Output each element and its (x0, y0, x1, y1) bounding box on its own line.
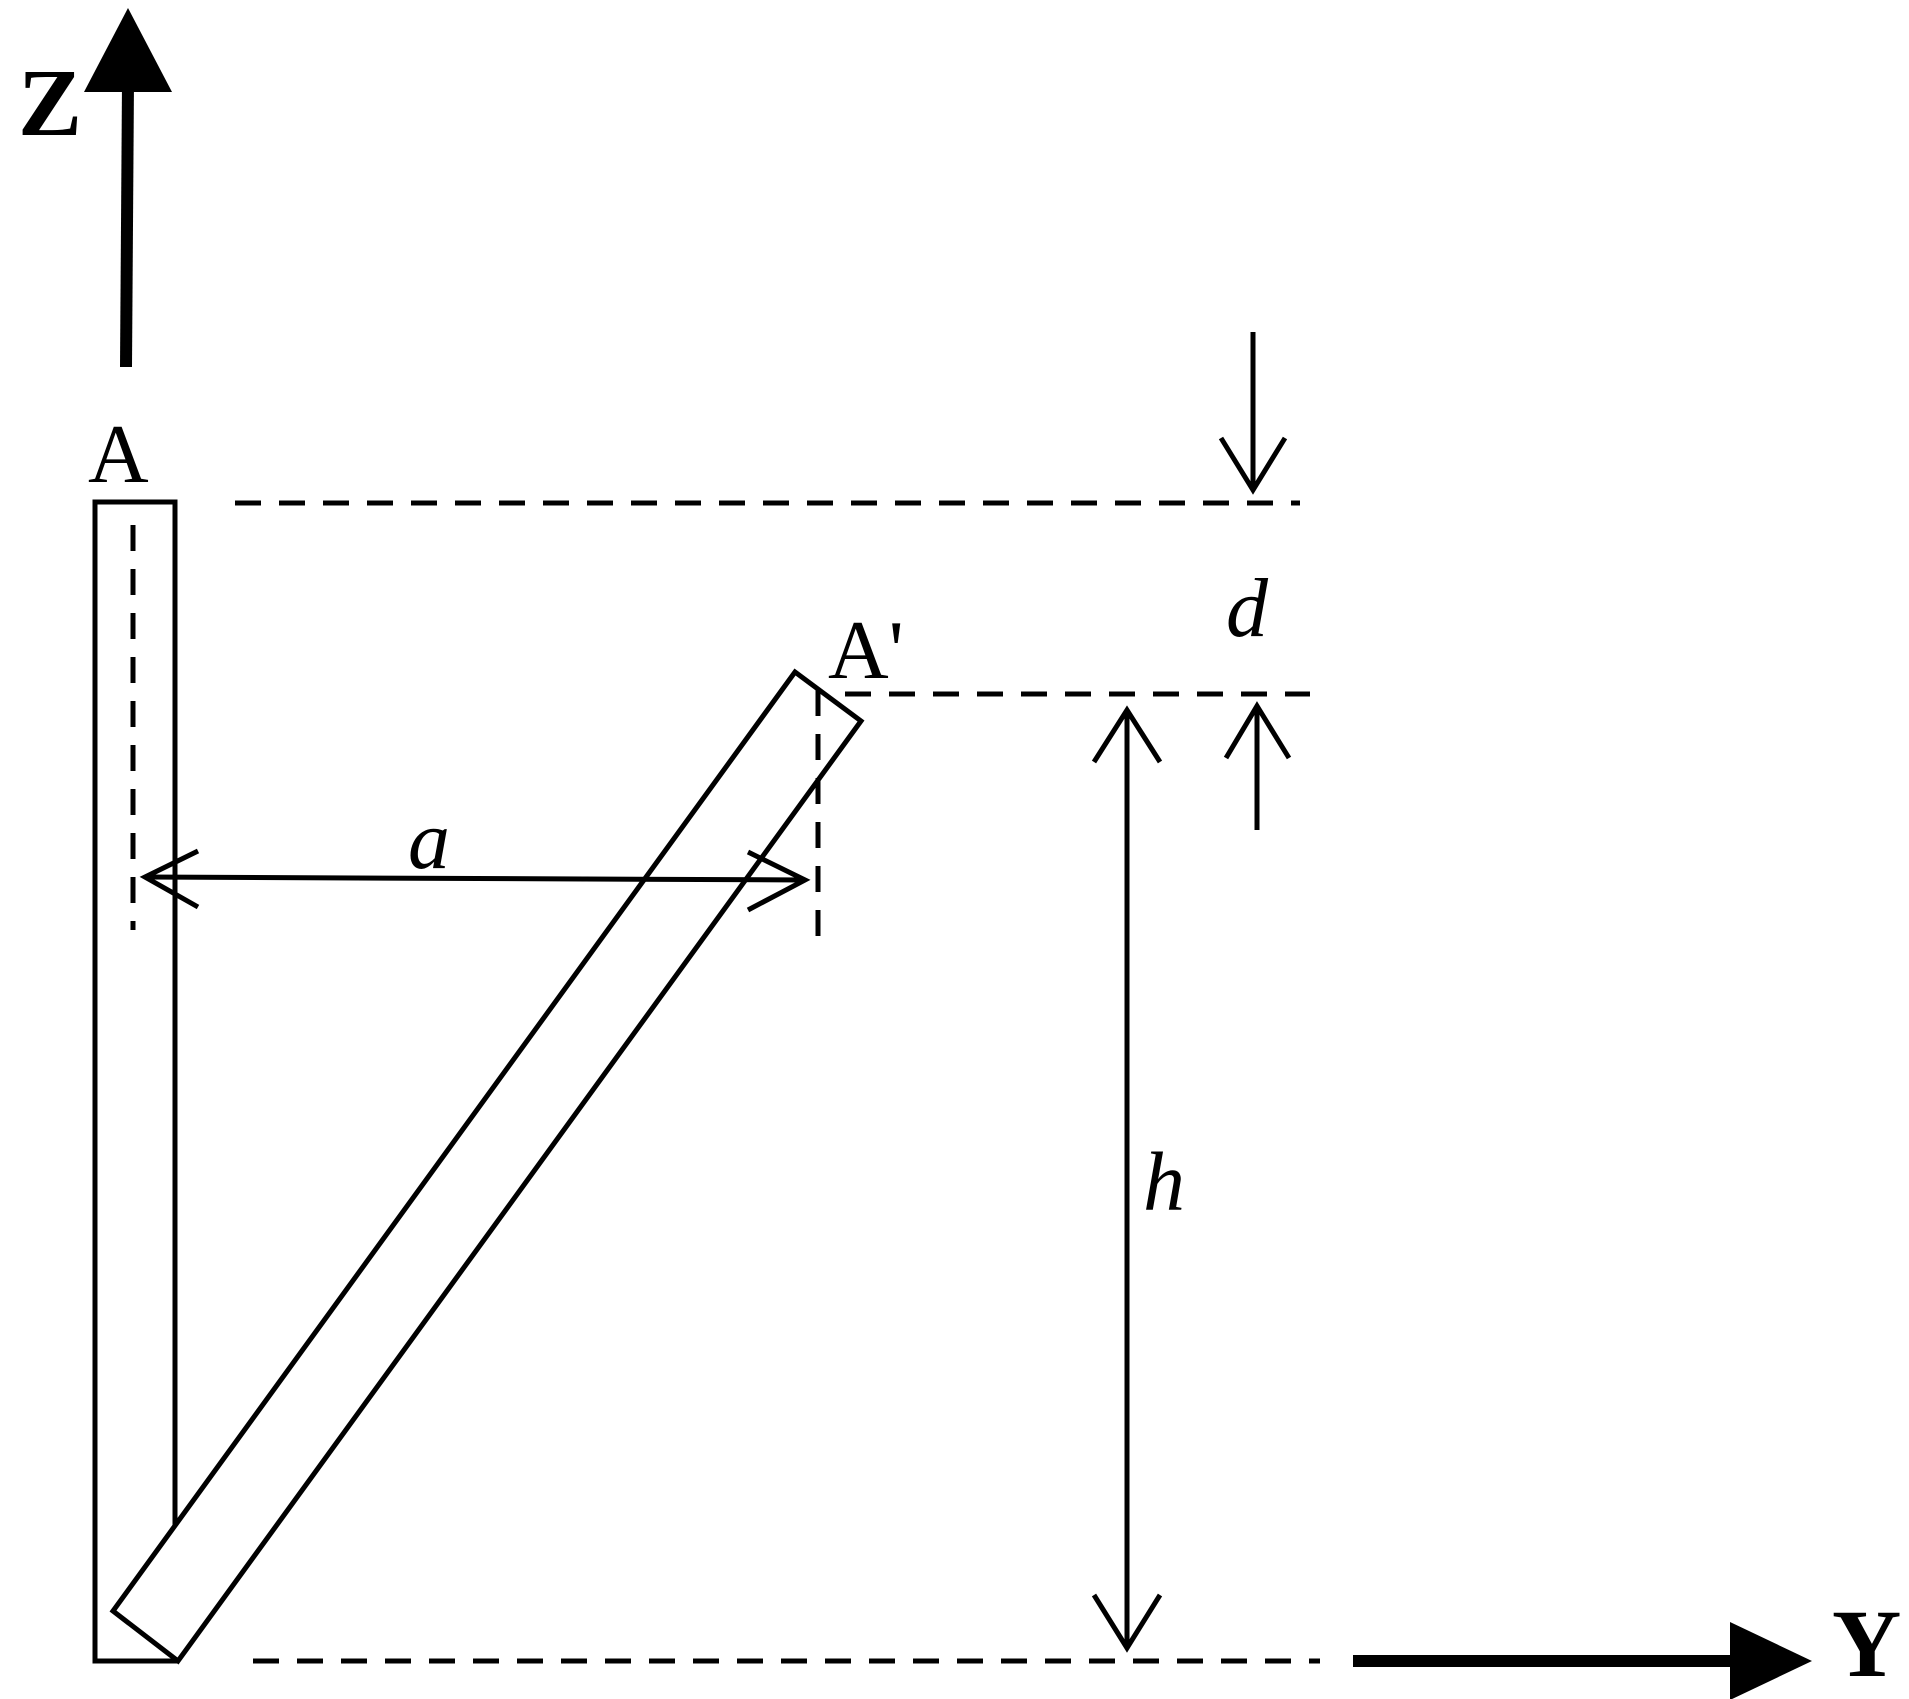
point-a-label: A (88, 408, 149, 501)
z-axis-label: Z (18, 49, 82, 156)
point-a-prime-label: A' (828, 604, 904, 697)
z-axis-arrowhead (84, 8, 172, 92)
dimension-d-label: d (1226, 562, 1269, 655)
dimension-d-upper-arrowhead (1218, 436, 1288, 495)
z-axis: Z (18, 8, 172, 368)
dimension-d: d (1218, 332, 1292, 830)
reference-lines (235, 500, 1320, 1664)
dimension-h: h (1091, 705, 1185, 1653)
tilted-rod-outline (109, 668, 865, 1665)
dimension-h-bottom-arrowhead (1091, 1593, 1163, 1653)
y-axis: Y (1353, 1590, 1901, 1699)
dimension-a-right-arrowhead (746, 849, 811, 913)
dimension-d-lower-arrowhead (1223, 701, 1292, 760)
y-axis-arrowhead (1730, 1622, 1812, 1699)
y-axis-label: Y (1832, 1590, 1901, 1697)
dimension-h-top-arrowhead (1091, 705, 1163, 764)
dimension-a-line (144, 874, 806, 883)
dimension-a-left-arrowhead (139, 848, 200, 910)
dimension-a-label: a (408, 794, 450, 887)
vertical-rod-outline (92, 499, 178, 1664)
vertical-rod: A (88, 408, 178, 1664)
dimension-h-label: h (1143, 1136, 1185, 1229)
tilted-rod: A' (109, 604, 904, 1665)
dimension-a: a (139, 794, 811, 913)
z-axis-shaft (120, 81, 134, 368)
